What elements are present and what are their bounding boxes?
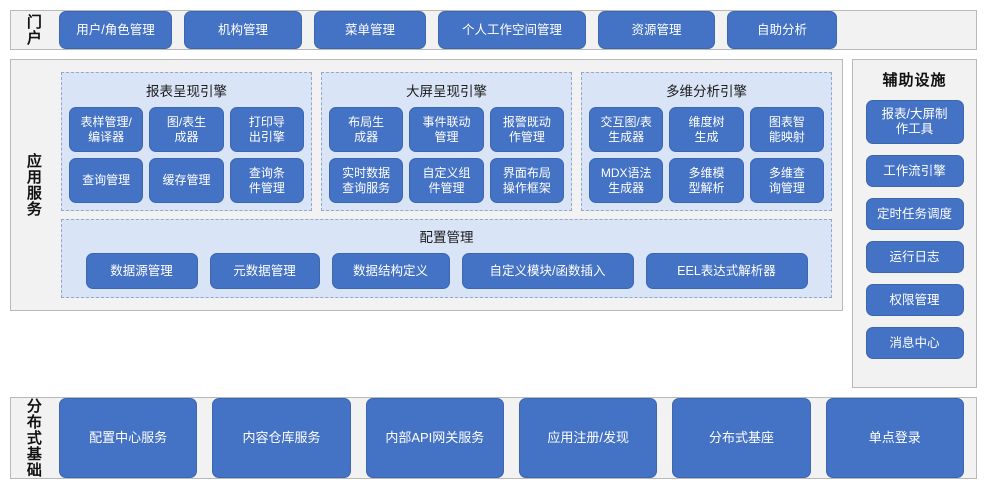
- message-center-button[interactable]: 消息中心: [865, 327, 964, 359]
- multidimensional-analysis-engine-grid: 交互图/表 生成器维度树 生成图表智 能映射 MDX语法 生成器多维模 型解析多维…: [589, 107, 824, 203]
- chart-table-generator-button[interactable]: 图/表生 成器: [149, 107, 224, 152]
- datasource-management-button[interactable]: 数据源管理: [85, 253, 198, 289]
- large-screen-rendering-engine-title: 大屏呈现引擎: [406, 84, 487, 99]
- content-repository-service-button[interactable]: 内容仓库服务: [212, 398, 351, 478]
- menu-management-button[interactable]: 菜单管理: [314, 11, 426, 49]
- report-rendering-engine-group: 报表呈现引擎表样管理/ 编译器图/表生 成器打印导 出引擎查询管理缓存管理查询条…: [61, 72, 312, 211]
- metadata-management-button[interactable]: 元数据管理: [209, 253, 320, 289]
- chart-smart-mapping-button[interactable]: 图表智 能映射: [749, 107, 824, 152]
- middle-columns: 应用服务 报表呈现引擎表样管理/ 编译器图/表生 成器打印导 出引擎查询管理缓存…: [10, 59, 977, 388]
- app-services-section-label: 应用服务: [11, 60, 55, 310]
- single-sign-on-button[interactable]: 单点登录: [825, 398, 964, 478]
- cache-management-button[interactable]: 缓存管理: [149, 158, 224, 203]
- form-template-management-compiler-button[interactable]: 表样管理/ 编译器: [69, 107, 144, 152]
- configuration-management-title: 配置管理: [419, 230, 474, 245]
- app-registration-discovery-button[interactable]: 应用注册/发现: [518, 398, 658, 478]
- distributed-foundation-button[interactable]: 分布式基座: [672, 398, 811, 478]
- custom-component-management-button[interactable]: 自定义组 件管理: [409, 158, 484, 203]
- query-condition-management-button[interactable]: 查询条 件管理: [229, 158, 304, 203]
- large-screen-rendering-engine-group: 大屏呈现引擎布局生 成器事件联动 管理报警既动 作管理实时数据 查询服务自定义组…: [321, 72, 572, 211]
- app-services-body: 报表呈现引擎表样管理/ 编译器图/表生 成器打印导 出引擎查询管理缓存管理查询条…: [55, 60, 842, 310]
- runtime-log-button[interactable]: 运行日志: [865, 241, 964, 273]
- configuration-management-button-row: 数据源管理元数据管理数据结构定义自定义模块/函数插入 EEL表达式解析器: [69, 253, 824, 289]
- interactive-chart-table-generator-button[interactable]: 交互图/表 生成器: [589, 107, 664, 152]
- org-management-button[interactable]: 机构管理: [184, 11, 302, 49]
- distributed-base-button-row: 配置中心服务内容仓库服务内部API网关服务应用注册/发现分布式基座单点登录: [55, 398, 976, 478]
- permission-management-button[interactable]: 权限管理: [865, 284, 964, 316]
- configuration-management-group: 配置管理 数据源管理元数据管理数据结构定义自定义模块/函数插入 EEL表达式解析器: [61, 219, 832, 298]
- report-rendering-engine-title: 报表呈现引擎: [146, 84, 227, 99]
- aux-facilities-title: 辅助设施: [882, 72, 947, 89]
- workflow-engine-button[interactable]: 工作流引擎: [865, 155, 964, 187]
- data-structure-definition-button[interactable]: 数据结构定义: [331, 253, 450, 289]
- user-role-management-button[interactable]: 用户/角色管理: [59, 11, 172, 49]
- print-export-engine-button[interactable]: 打印导 出引擎: [229, 107, 304, 152]
- resource-management-button[interactable]: 资源管理: [598, 11, 715, 49]
- distributed-base-section-label: 分布式基础: [11, 398, 55, 478]
- report-large-screen-authoring-tool-button[interactable]: 报表/大屏制 作工具: [865, 100, 964, 144]
- report-rendering-engine-grid: 表样管理/ 编译器图/表生 成器打印导 出引擎查询管理缓存管理查询条 件管理: [69, 107, 304, 203]
- app-services-section-label-text: 应用服务: [24, 153, 42, 217]
- realtime-data-query-service-button[interactable]: 实时数据 查询服务: [329, 158, 404, 203]
- custom-module-function-insert-button[interactable]: 自定义模块/函数插入: [461, 253, 634, 289]
- engines-row: 报表呈现引擎表样管理/ 编译器图/表生 成器打印导 出引擎查询管理缓存管理查询条…: [61, 72, 832, 211]
- config-center-service-button[interactable]: 配置中心服务: [59, 398, 198, 478]
- mdx-syntax-generator-button[interactable]: MDX语法 生成器: [589, 158, 664, 203]
- portal-button-row: 用户/角色管理机构管理菜单管理个人工作空间管理资源管理自助分析: [55, 11, 976, 49]
- app-services-section: 应用服务 报表呈现引擎表样管理/ 编译器图/表生 成器打印导 出引擎查询管理缓存…: [10, 59, 843, 311]
- multidimensional-analysis-engine-title: 多维分析引擎: [666, 84, 747, 99]
- ui-layout-operation-framework-button[interactable]: 界面布局 操作框架: [489, 158, 564, 203]
- distributed-base-section: 分布式基础 配置中心服务内容仓库服务内部API网关服务应用注册/发现分布式基座单…: [10, 397, 977, 479]
- aux-facilities-list: 报表/大屏制 作工具工作流引擎定时任务调度运行日志权限管理消息中心: [853, 100, 976, 359]
- eel-expression-parser-button[interactable]: EEL表达式解析器: [645, 253, 808, 289]
- layout-generator-button[interactable]: 布局生 成器: [329, 107, 404, 152]
- large-screen-rendering-engine-grid: 布局生 成器事件联动 管理报警既动 作管理实时数据 查询服务自定义组 件管理界面…: [329, 107, 564, 203]
- app-services-column: 应用服务 报表呈现引擎表样管理/ 编译器图/表生 成器打印导 出引擎查询管理缓存…: [10, 59, 843, 388]
- multidimensional-analysis-engine-group: 多维分析引擎交互图/表 生成器维度树 生成图表智 能映射 MDX语法 生成器多维模…: [581, 72, 832, 211]
- alarm-action-management-button[interactable]: 报警既动 作管理: [489, 107, 564, 152]
- personal-workspace-management-button[interactable]: 个人工作空间管理: [438, 11, 586, 49]
- distributed-base-section-label-text: 分布式基础: [24, 398, 42, 478]
- portal-section-label: 门户: [11, 11, 55, 49]
- aux-facilities-section: 辅助设施 报表/大屏制 作工具工作流引擎定时任务调度运行日志权限管理消息中心: [852, 59, 977, 388]
- scheduled-task-scheduler-button[interactable]: 定时任务调度: [865, 198, 964, 230]
- portal-section-label-text: 门户: [24, 14, 42, 46]
- event-linkage-management-button[interactable]: 事件联动 管理: [409, 107, 484, 152]
- multidimensional-model-parsing-button[interactable]: 多维模 型解析: [669, 158, 744, 203]
- query-management-button[interactable]: 查询管理: [69, 158, 144, 203]
- internal-api-gateway-service-button[interactable]: 内部API网关服务: [365, 398, 504, 478]
- multidimensional-query-management-button[interactable]: 多维查 询管理: [749, 158, 824, 203]
- dimension-tree-generation-button[interactable]: 维度树 生成: [669, 107, 744, 152]
- portal-section: 门户 用户/角色管理机构管理菜单管理个人工作空间管理资源管理自助分析: [10, 10, 977, 50]
- self-service-analysis-button[interactable]: 自助分析: [727, 11, 837, 49]
